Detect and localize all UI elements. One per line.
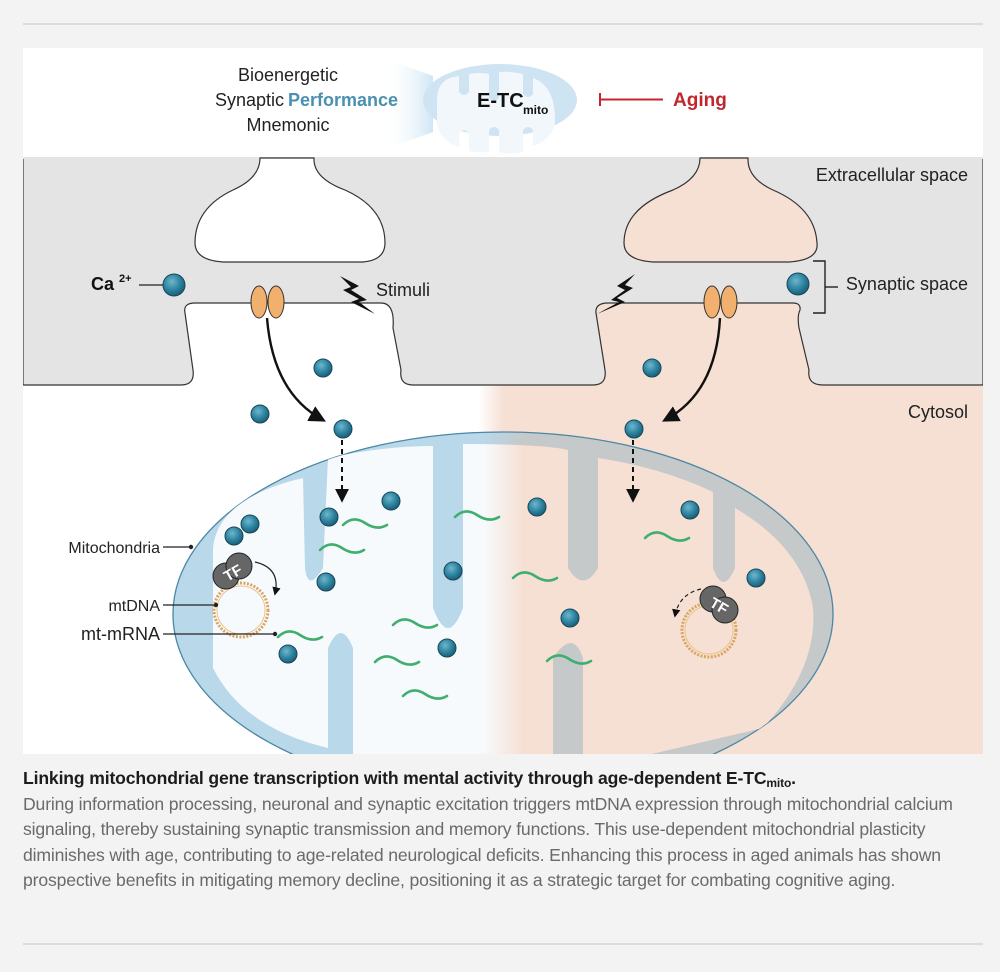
calcium-ion (624, 419, 644, 439)
extracellular-space (23, 157, 983, 386)
label-synaptic-space: Synaptic space (846, 274, 968, 294)
label-extracellular-space: Extracellular space (816, 165, 968, 185)
calcium-ion (278, 644, 298, 664)
caption-title-period: . (791, 768, 796, 788)
calcium-ion (437, 638, 457, 658)
calcium-ion (680, 500, 700, 520)
label-cytosol: Cytosol (908, 402, 968, 422)
mt-mrna-strand (401, 689, 449, 700)
calcium-ion (527, 497, 547, 517)
mt-mrna-strand (318, 543, 366, 554)
tf-protein-aged: TF (699, 585, 739, 624)
header-line-mnemonic: Mnemonic (246, 115, 329, 135)
etc-label: E-TC (477, 90, 524, 112)
inhibition-arrow-icon (599, 93, 663, 106)
mt-mrna-strands (276, 510, 691, 700)
label-stimuli: Stimuli (376, 280, 430, 300)
label-calcium-charge: 2+ (119, 273, 132, 285)
header-mito-icon (423, 64, 577, 154)
calcium-ion (316, 572, 336, 592)
calcium-entry-arrow-aged (662, 317, 722, 422)
calcium-ion (786, 272, 810, 296)
calcium-ion (162, 273, 186, 297)
calcium-ion (250, 404, 270, 424)
label-mt-mrna: mt-mRNA (81, 624, 160, 644)
header-line-synaptic: Synaptic (215, 90, 284, 110)
tf-protein-young: TF (212, 552, 253, 590)
transcription-arrow-aged (672, 588, 702, 618)
transcription-arrow-young (254, 561, 281, 596)
calcium-ion (642, 358, 662, 378)
caption-title-text: Linking mitochondrial gene transcription… (23, 768, 767, 788)
caption-title-subscript: mito (766, 776, 792, 790)
stimuli-bolt-young-icon (340, 276, 375, 314)
header-beam (383, 58, 433, 150)
mt-mrna-strand (643, 531, 691, 542)
figure-illustration: Bioenergetic Synaptic Performance Mnemon… (23, 48, 983, 754)
caption-title: Linking mitochondrial gene transcription… (23, 766, 988, 792)
calcium-entry-arrow-young (265, 317, 326, 422)
calcium-ion (746, 568, 766, 588)
presynaptic-terminal-young (194, 157, 386, 263)
label-mitochondria: Mitochondria (68, 540, 160, 557)
ion-channel-young (250, 285, 285, 319)
mt-mrna-strand (453, 510, 501, 521)
tf-label-aged: TF (707, 594, 731, 618)
mt-mrna-strand (511, 571, 559, 582)
ion-channel-aged (703, 285, 738, 319)
calcium-ion (333, 419, 353, 439)
mt-mrna-strand (276, 630, 324, 641)
calcium-ion (560, 608, 580, 628)
top-divider (23, 23, 983, 25)
calcium-ion (381, 491, 401, 511)
calcium-ion (313, 358, 333, 378)
label-mtdna: mtDNA (108, 598, 160, 615)
calcium-ion (224, 526, 244, 546)
calcium-ions (162, 272, 810, 664)
mt-mrna-strand (373, 655, 421, 666)
mitochondrion (172, 431, 834, 754)
mt-mrna-strand (391, 618, 439, 629)
aging-label: Aging (673, 90, 727, 111)
label-calcium: Ca (91, 274, 115, 294)
synaptic-space-bracket (813, 260, 838, 314)
tf-label-young: TF (221, 561, 245, 585)
caption-body: During information processing, neuronal … (23, 793, 953, 891)
calcium-ion (443, 561, 463, 581)
figure-caption: Linking mitochondrial gene transcription… (23, 766, 988, 894)
header-line-bioenergetic: Bioenergetic (238, 65, 338, 85)
presynaptic-terminal-aged (623, 157, 818, 263)
calcium-ion (240, 514, 260, 534)
calcium-ion (319, 507, 339, 527)
mt-mrna-strand (341, 518, 389, 529)
mt-mrna-strand (545, 654, 593, 665)
stimuli-bolt-aged-icon (597, 274, 635, 314)
etc-subscript: mito (523, 103, 548, 117)
header-line-performance: Performance (288, 90, 398, 110)
bottom-divider (23, 943, 983, 945)
